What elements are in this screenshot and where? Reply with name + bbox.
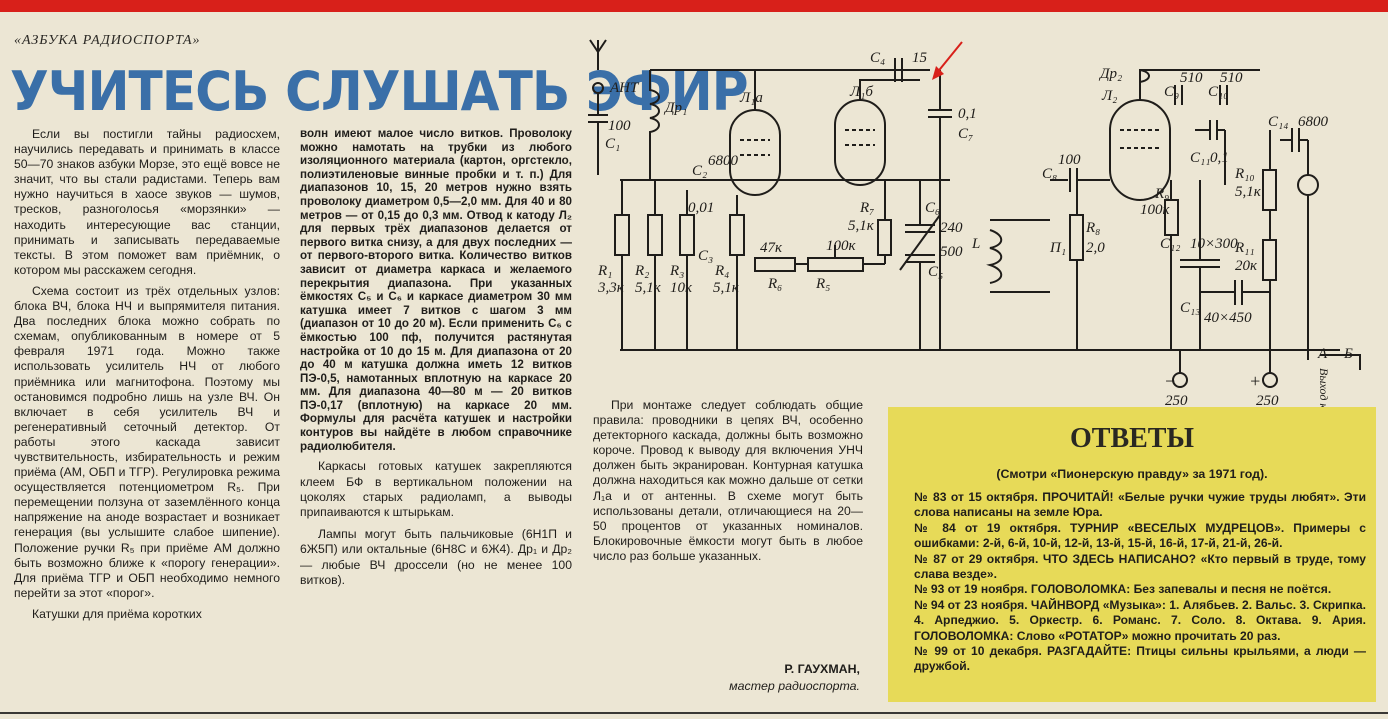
schematic-label: 250: [1256, 393, 1279, 409]
answers-title: ОТВЕТЫ: [1070, 423, 1194, 454]
paragraph: волн имеют малое число витков. Проволоку…: [300, 127, 572, 453]
schematic-label: 40×450: [1204, 310, 1252, 326]
schematic-label: 510: [1220, 70, 1243, 86]
top-red-rule: [0, 0, 1388, 12]
author-name: Р. ГАУХМАН,: [784, 662, 860, 676]
schematic-label: R₂: [634, 263, 649, 279]
schematic-label: 6800: [1298, 114, 1329, 130]
schematic-label: 47к: [760, 240, 783, 256]
schematic-label: Л₁б: [849, 84, 873, 100]
schematic-label: 2,0: [1086, 240, 1105, 256]
bottom-rule: [0, 712, 1388, 714]
schematic-label: П₁: [1049, 240, 1066, 256]
schematic-label: 250: [1165, 393, 1188, 409]
answers-list: № 83 от 15 октября. ПРОЧИТАЙ! «Белые руч…: [914, 490, 1366, 675]
schematic-label: 6800: [708, 153, 739, 169]
schematic-label: C₁₀: [1208, 84, 1228, 100]
schematic-label: 510: [1180, 70, 1203, 86]
schematic-label: R₆: [767, 276, 782, 292]
schematic-label: 100: [608, 118, 631, 134]
schematic-label: 100к: [1140, 202, 1171, 218]
schematic-label: 10к: [670, 280, 693, 296]
schematic-label: АНТ: [609, 80, 640, 96]
schematic-label: C₉: [1164, 84, 1179, 100]
schematic-label: C₅: [928, 264, 943, 280]
schematic-label: 3,3к: [597, 280, 625, 296]
answer-item: № 84 от 19 октября. ТУРНИР «ВЕСЕЛЫХ МУДР…: [914, 520, 1366, 551]
schematic-label: R₅: [815, 276, 830, 292]
schematic-label: 5,1к: [635, 280, 662, 296]
schematic-label: R₄: [714, 263, 729, 279]
minus-terminal-label: −: [1164, 371, 1176, 391]
schematic-label: 10×300: [1190, 236, 1238, 252]
schematic-label: 240: [940, 220, 963, 236]
schematic-label: L: [971, 236, 980, 252]
schematic-label: C₈: [1042, 166, 1057, 182]
schematic-label: 100к: [826, 238, 857, 254]
schematic-label: 15: [912, 50, 928, 66]
schematic-label: 100: [1058, 152, 1081, 168]
receiver-schematic: АНТ Др₁ 100 C₁ Л₁а Л₁б C₄ 15 0,1 C₇ C₂ 6…: [588, 39, 1361, 430]
answer-item: № 83 от 15 октября. ПРОЧИТАЙ! «Белые руч…: [914, 490, 1366, 520]
schematic-label: Др₁: [663, 100, 687, 116]
schematic-label: 0,1: [958, 106, 977, 122]
answer-item: № 87 от 29 октября. ЧТО ЗДЕСЬ НАПИСАНО? …: [914, 551, 1366, 582]
schematic-label: C₄: [870, 50, 885, 66]
schematic-label: 5,1к: [713, 280, 740, 296]
schematic-label: C₆: [925, 200, 940, 216]
schematic-label: C₂: [692, 163, 707, 179]
schematic-label: Др₂: [1098, 66, 1122, 82]
schematic-label: C₁₄: [1268, 114, 1288, 130]
schematic-label: А: [1317, 346, 1328, 362]
paragraph: Схема состоит из трёх отдельных узлов: б…: [14, 283, 280, 600]
paragraph: Лампы могут быть пальчиковые (6Н1П и 6Ж5…: [300, 526, 572, 588]
schematic-label: C₁₂: [1160, 236, 1180, 252]
author-role: мастер радиоспорта.: [729, 679, 860, 693]
answer-item: № 99 от 10 декабря. РАЗГАДАЙТЕ: Птицы си…: [914, 644, 1366, 674]
answer-item: № 93 от 19 ноября. ГОЛОВОЛОМКА: Без запе…: [914, 582, 1332, 597]
schematic-label: C₁: [605, 136, 620, 152]
article-column-1: Если вы постигли тайны радиосхем, научил…: [14, 127, 280, 622]
answer-item: № 94 от 23 ноября. ЧАЙНВОРД «Музыка»: 1.…: [914, 597, 1366, 643]
schematic-label: 5,1к: [848, 218, 875, 234]
schematic-label: C₇: [958, 126, 973, 142]
schematic-label: C₁₁: [1190, 150, 1210, 166]
schematic-label: R₁: [597, 263, 612, 279]
schematic-label: C₁₃: [1180, 300, 1200, 316]
schematic-label: R₉: [1154, 186, 1169, 202]
answers-subtitle: (Смотри «Пионерскую правду» за 1971 год)…: [996, 467, 1268, 481]
schematic-label: R₃: [669, 263, 684, 279]
paragraph: При монтаже следует соблюдать общие прав…: [593, 398, 863, 563]
schematic-label: 0,01: [688, 200, 714, 216]
article-headline: УЧИТЕСЬ СЛУШАТЬ ЭФИР: [10, 60, 749, 123]
schematic-label: C₃: [698, 248, 713, 264]
author-signature: Р. ГАУХМАН, мастер радиоспорта.: [700, 661, 860, 695]
paragraph: Каркасы готовых катушек закрепляются кле…: [300, 459, 572, 520]
plus-terminal-label: +: [1249, 371, 1261, 391]
schematic-label: R₇: [859, 200, 874, 216]
schematic-label: 0,1: [1210, 150, 1229, 166]
article-column-3: При монтаже следует соблюдать общие прав…: [593, 398, 863, 564]
section-kicker: «АЗБУКА РАДИОСПОРТА»: [14, 33, 201, 48]
schematic-label: R₁₁: [1234, 240, 1255, 256]
schematic-label: Л₁а: [739, 90, 763, 106]
schematic-label: Б: [1343, 346, 1353, 362]
schematic-label: 500: [940, 244, 963, 260]
schematic-label: 5,1к: [1235, 184, 1262, 200]
paragraph: Если вы постигли тайны радиосхем, научил…: [14, 127, 280, 277]
schematic-label: R₁₀: [1234, 166, 1255, 182]
schematic-label: 20к: [1235, 258, 1258, 274]
article-column-2: волн имеют малое число витков. Проволоку…: [300, 127, 572, 589]
answers-box: ОТВЕТЫ (Смотри «Пионерскую правду» за 19…: [888, 407, 1376, 702]
red-arrow-icon: [932, 41, 963, 80]
schematic-label: R₈: [1085, 220, 1100, 236]
schematic-label: Л₂: [1101, 88, 1117, 104]
paragraph: Катушки для приёма коротких: [32, 606, 202, 621]
